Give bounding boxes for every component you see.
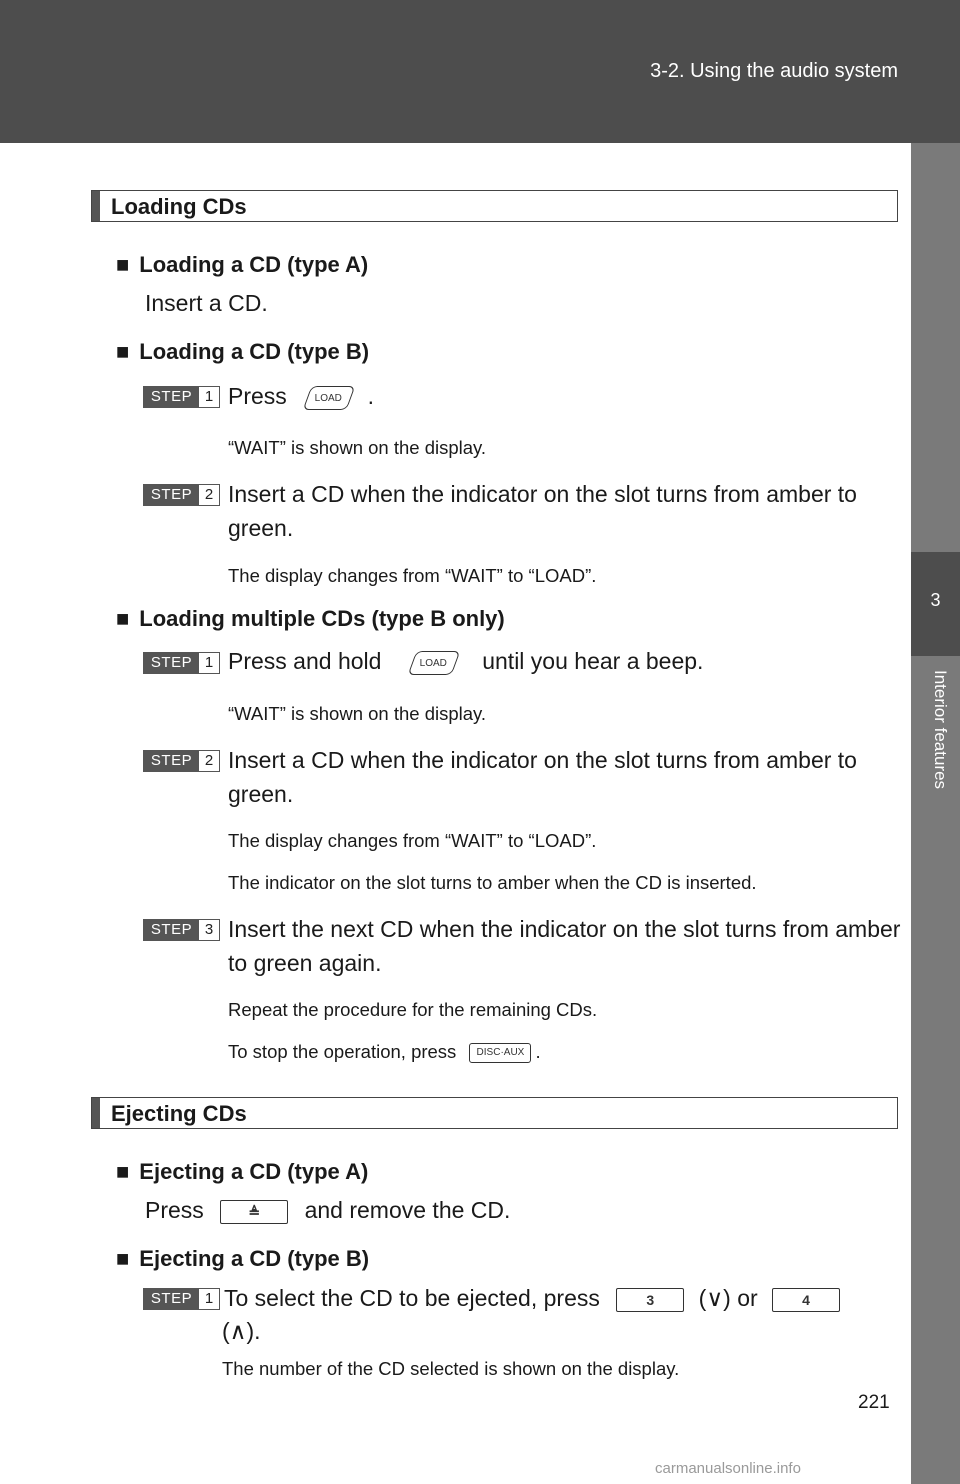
step-text: Insert a CD when the indicator on the sl…: [228, 481, 857, 541]
step-text: Press LOAD .: [228, 383, 374, 410]
watermark: carmanualsonline.info: [655, 1460, 801, 1477]
side-tab-label: Interior features: [931, 670, 950, 790]
side-tab-number-box: [911, 552, 960, 656]
step-note: The display changes from “WAIT” to “LOAD…: [228, 565, 597, 586]
step-note: “WAIT” is shown on the display.: [228, 437, 487, 458]
subheading-eject-type-b: ■Ejecting a CD (type B): [116, 1246, 370, 1271]
step-note: Repeat the procedure for the remaining C…: [228, 999, 598, 1020]
subheading-load-type-a: ■Loading a CD (type A): [116, 252, 369, 277]
step-note: The number of the CD selected is shown o…: [222, 1358, 680, 1379]
step-note: The indicator on the slot turns to amber…: [228, 872, 757, 893]
subheading-load-multiple: ■Loading multiple CDs (type B only): [116, 606, 505, 631]
header-title: 3-2. Using the audio system: [650, 60, 898, 82]
section-title: Loading CDs: [111, 194, 247, 219]
side-tab-number: 3: [930, 590, 941, 610]
step-note: “WAIT” is shown on the display.: [228, 703, 487, 724]
square-bullet-icon: ■: [116, 1246, 130, 1271]
button-4-icon: 4: [772, 1287, 841, 1312]
eject-button-icon: ≜: [220, 1199, 289, 1224]
step-note: The display changes from “WAIT” to “LOAD…: [228, 830, 597, 851]
square-bullet-icon: ■: [116, 339, 130, 364]
step-note: To stop the operation, press DISC·AUX.: [228, 1041, 541, 1064]
step-text: To select the CD to be ejected, press 3 …: [224, 1285, 841, 1312]
subheading-eject-type-a: ■Ejecting a CD (type A): [116, 1159, 369, 1184]
instruction-text: Press ≜ and remove the CD.: [145, 1197, 511, 1224]
load-button-icon: LOAD: [407, 650, 461, 675]
section-accent: [92, 1098, 100, 1128]
disc-aux-button-icon: DISC·AUX: [469, 1043, 532, 1064]
section-heading-loading: Loading CDs: [91, 190, 898, 222]
header-band: [0, 0, 960, 143]
button-3-icon: 3: [616, 1287, 685, 1312]
square-bullet-icon: ■: [116, 1159, 130, 1184]
step-text: Press and hold LOAD until you hear a bee…: [228, 648, 704, 675]
section-heading-ejecting: Ejecting CDs: [91, 1097, 898, 1129]
step-text-continued: (∧).: [222, 1318, 261, 1344]
section-accent: [92, 191, 100, 221]
side-tab: [911, 143, 960, 1484]
step-text: Insert a CD when the indicator on the sl…: [228, 747, 857, 807]
square-bullet-icon: ■: [116, 252, 130, 277]
load-button-icon: LOAD: [302, 385, 356, 410]
section-title: Ejecting CDs: [111, 1101, 247, 1126]
page-number: 221: [858, 1392, 890, 1413]
instruction-text: Insert a CD.: [145, 290, 268, 316]
step-text: Insert the next CD when the indicator on…: [228, 916, 901, 976]
square-bullet-icon: ■: [116, 606, 130, 631]
subheading-load-type-b: ■Loading a CD (type B): [116, 339, 370, 364]
